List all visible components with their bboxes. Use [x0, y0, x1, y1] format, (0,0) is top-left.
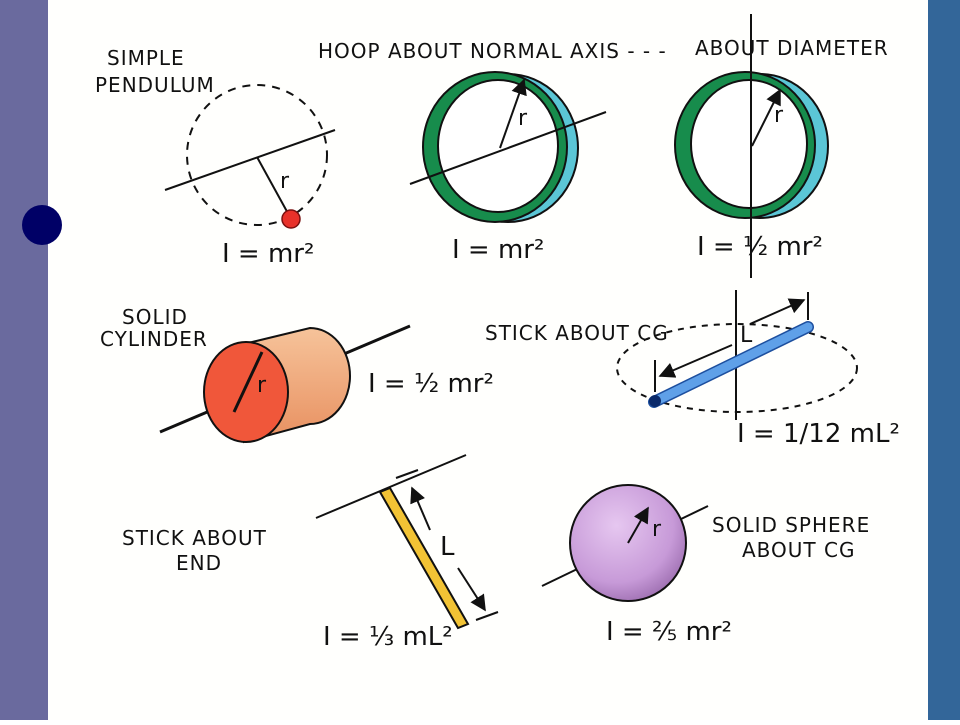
- pendulum-radius-label: r: [280, 169, 290, 194]
- cylinder-title-line2: CYLINDER: [100, 327, 208, 351]
- hoop-normal-panel: HOOP ABOUT NORMAL AXIS - - - r I = mr²: [318, 39, 667, 265]
- stick-cg-left-arrow: [658, 344, 733, 378]
- stick-end-bottom-tick: [475, 611, 499, 621]
- stick-end-formula: I = ⅓ mL²: [323, 622, 453, 652]
- moment-of-inertia-diagram: SIMPLE PENDULUM r I = mr² HOOP ABOUT NOR…: [95, 14, 900, 652]
- cylinder-title-line1: SOLID: [122, 305, 188, 329]
- pendulum-path-circle: [186, 84, 328, 226]
- stick-end-title-line1: STICK ABOUT: [122, 526, 267, 550]
- stick-end-down-arrow: [457, 567, 486, 612]
- pendulum-title-line1: SIMPLE: [107, 46, 185, 70]
- cylinder-radius-line: [232, 351, 264, 413]
- hoop-normal-inner: [437, 79, 559, 213]
- hoop-diameter-radius-arrow: [751, 88, 781, 147]
- stick-cg-panel: STICK ABOUT CG L I = 1/12 mL²: [485, 290, 900, 449]
- hoop-diameter-radius-label: r: [774, 103, 784, 128]
- hoop-diameter-formula: I = ½ mr²: [697, 232, 823, 262]
- pendulum-bob: [281, 209, 301, 229]
- cylinder-radius-label: r: [257, 373, 267, 398]
- pendulum-formula: I = mr²: [222, 239, 314, 269]
- stick-end-title-line2: END: [176, 551, 222, 575]
- stick-cg-title: STICK ABOUT CG: [485, 321, 669, 345]
- stick-cg-rod: [649, 322, 813, 407]
- pendulum-axis-line: [164, 129, 336, 191]
- hoop-normal-title: HOOP ABOUT NORMAL AXIS - - -: [318, 39, 667, 63]
- hoop-normal-axis: [409, 111, 607, 185]
- cylinder-panel: SOLID CYLINDER r I = ½ mr²: [100, 305, 494, 444]
- sphere-radius-label: r: [652, 517, 662, 542]
- hoop-diameter-title: ABOUT DIAMETER: [695, 36, 889, 60]
- sphere-title-line2: ABOUT CG: [742, 538, 855, 562]
- pendulum-string: [256, 156, 291, 218]
- hoop-diameter-inner: [690, 79, 808, 209]
- sphere-panel: SOLID SPHERE ABOUT CG r I = ⅖ mr²: [541, 484, 870, 647]
- figure-canvas: SIMPLE PENDULUM r I = mr² HOOP ABOUT NOR…: [48, 0, 928, 720]
- hoop-normal-formula: I = mr²: [452, 235, 544, 265]
- sphere-formula: I = ⅖ mr²: [606, 617, 732, 647]
- stick-cg-right-arrow: [749, 298, 806, 325]
- stick-end-top-tick: [395, 469, 419, 479]
- stick-end-up-arrow: [410, 486, 431, 531]
- hoop-diameter-panel: ABOUT DIAMETER r I = ½ mr²: [674, 14, 889, 278]
- sphere-radius-arrow: [627, 506, 649, 544]
- stick-cg-formula: I = 1/12 mL²: [737, 419, 900, 449]
- sphere-title-line1: SOLID SPHERE: [712, 513, 870, 537]
- stick-end-length-label: L: [440, 532, 455, 562]
- left-color-band: [0, 0, 48, 720]
- stick-end-panel: STICK ABOUT END L I = ⅓ mL²: [122, 454, 499, 652]
- pendulum-title-line2: PENDULUM: [95, 73, 215, 97]
- stick-end-rod: [378, 486, 470, 630]
- hoop-normal-radius-label: r: [518, 106, 528, 131]
- hoop-normal-radius-arrow: [499, 78, 527, 149]
- pendulum-panel: SIMPLE PENDULUM r I = mr²: [95, 46, 336, 269]
- cylinder-front-face: [203, 341, 289, 443]
- stick-end-axis: [315, 454, 467, 519]
- stick-cg-length-label: L: [740, 323, 753, 348]
- stick-cg-rod-end: [649, 395, 661, 407]
- right-color-band: [928, 0, 960, 720]
- cylinder-formula: I = ½ mr²: [368, 369, 494, 399]
- slide-bullet: [22, 205, 62, 245]
